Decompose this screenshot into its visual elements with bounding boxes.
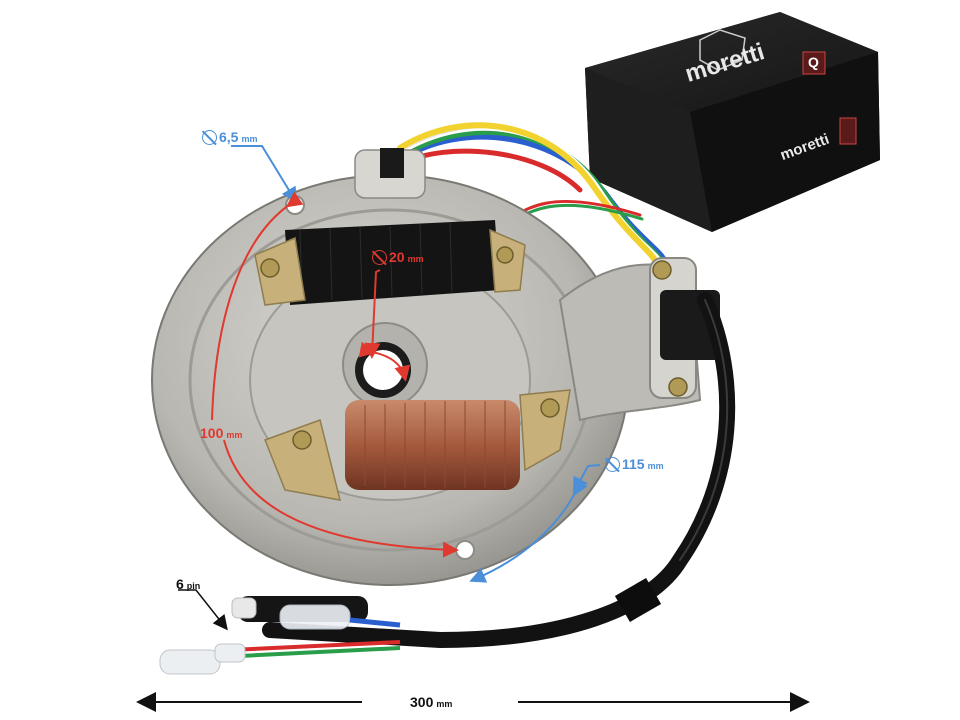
harness-cable <box>262 292 736 649</box>
packaging-box <box>585 12 880 232</box>
diameter-icon <box>202 130 217 146</box>
annotation-lines <box>136 145 810 712</box>
diameter-icon <box>605 457 620 473</box>
diameter-icon <box>372 250 387 266</box>
box-quality-badge: Q <box>808 54 819 70</box>
connectors <box>159 596 401 675</box>
